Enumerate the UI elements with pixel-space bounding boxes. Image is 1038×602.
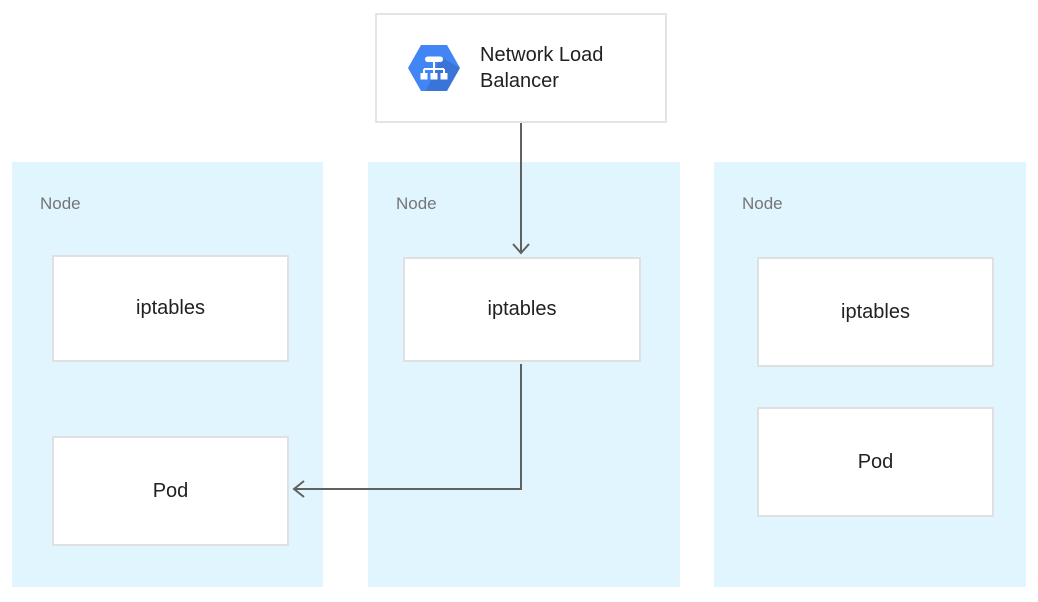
iptables-label: iptables [136, 297, 205, 319]
load-balancer-hexagon-icon [408, 45, 460, 91]
iptables-label: iptables [487, 298, 557, 320]
pod-box-right: Pod [757, 407, 994, 517]
load-balancer-label: Network Load Balancer [480, 44, 604, 92]
network-load-balancer-card: Network Load Balancer [375, 13, 667, 123]
node-label: Node [40, 194, 81, 213]
iptables-box-left: iptables [52, 255, 289, 362]
node-panel-right: Node iptables Pod [714, 162, 1026, 587]
pod-label: Pod [152, 479, 189, 502]
node-label: Node [742, 194, 783, 213]
node-label: Node [396, 194, 437, 213]
iptables-box-middle: iptables [403, 257, 641, 362]
pod-box-left: Pod [52, 436, 289, 546]
iptables-box-right: iptables [757, 257, 994, 367]
node-panel-middle: Node iptables [368, 162, 680, 587]
node-panel-left: Node iptables Pod [12, 162, 323, 587]
iptables-label: iptables [841, 300, 910, 323]
pod-label: Pod [857, 450, 894, 473]
